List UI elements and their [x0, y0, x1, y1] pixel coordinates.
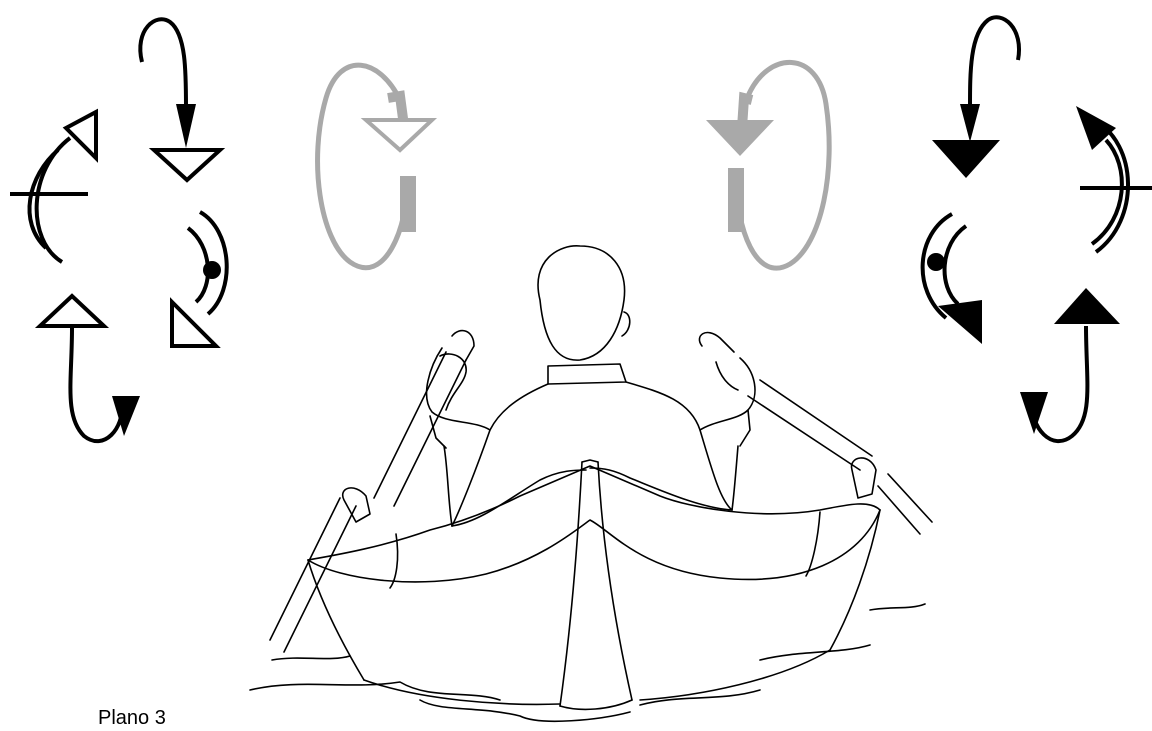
- arc-arrow-dot-hollow-icon: [172, 212, 227, 346]
- oar-left: [270, 331, 474, 652]
- arc-arrow-crossed-solid-icon: [1076, 106, 1152, 252]
- boat-hull: [308, 460, 880, 709]
- water-lines: [250, 604, 925, 721]
- hook-arrow-up-solid-icon: [1020, 288, 1120, 441]
- rower-arm-right: [700, 358, 755, 510]
- arc-arrow-dot-solid-icon: [923, 214, 982, 344]
- gray-rotation-left-icon: [706, 62, 829, 268]
- left-arrow-group: [10, 19, 227, 441]
- gray-rotation-right-icon: [318, 65, 432, 268]
- right-arrow-group: [923, 17, 1152, 441]
- hook-arrow-down-solid-icon: [932, 17, 1019, 178]
- arc-arrow-crossed-hollow-icon: [10, 112, 96, 262]
- hook-arrow-up-hollow-icon: [40, 296, 140, 441]
- rower-head: [538, 246, 630, 360]
- rower-in-boat-illustration: [250, 246, 932, 721]
- hook-arrow-down-hollow-icon: [140, 19, 220, 180]
- figure-caption: Plano 3: [98, 706, 166, 730]
- rower-torso: [452, 364, 732, 526]
- oarlock-right: [852, 458, 876, 498]
- oarlock-left: [343, 488, 370, 522]
- oar-right: [699, 333, 932, 534]
